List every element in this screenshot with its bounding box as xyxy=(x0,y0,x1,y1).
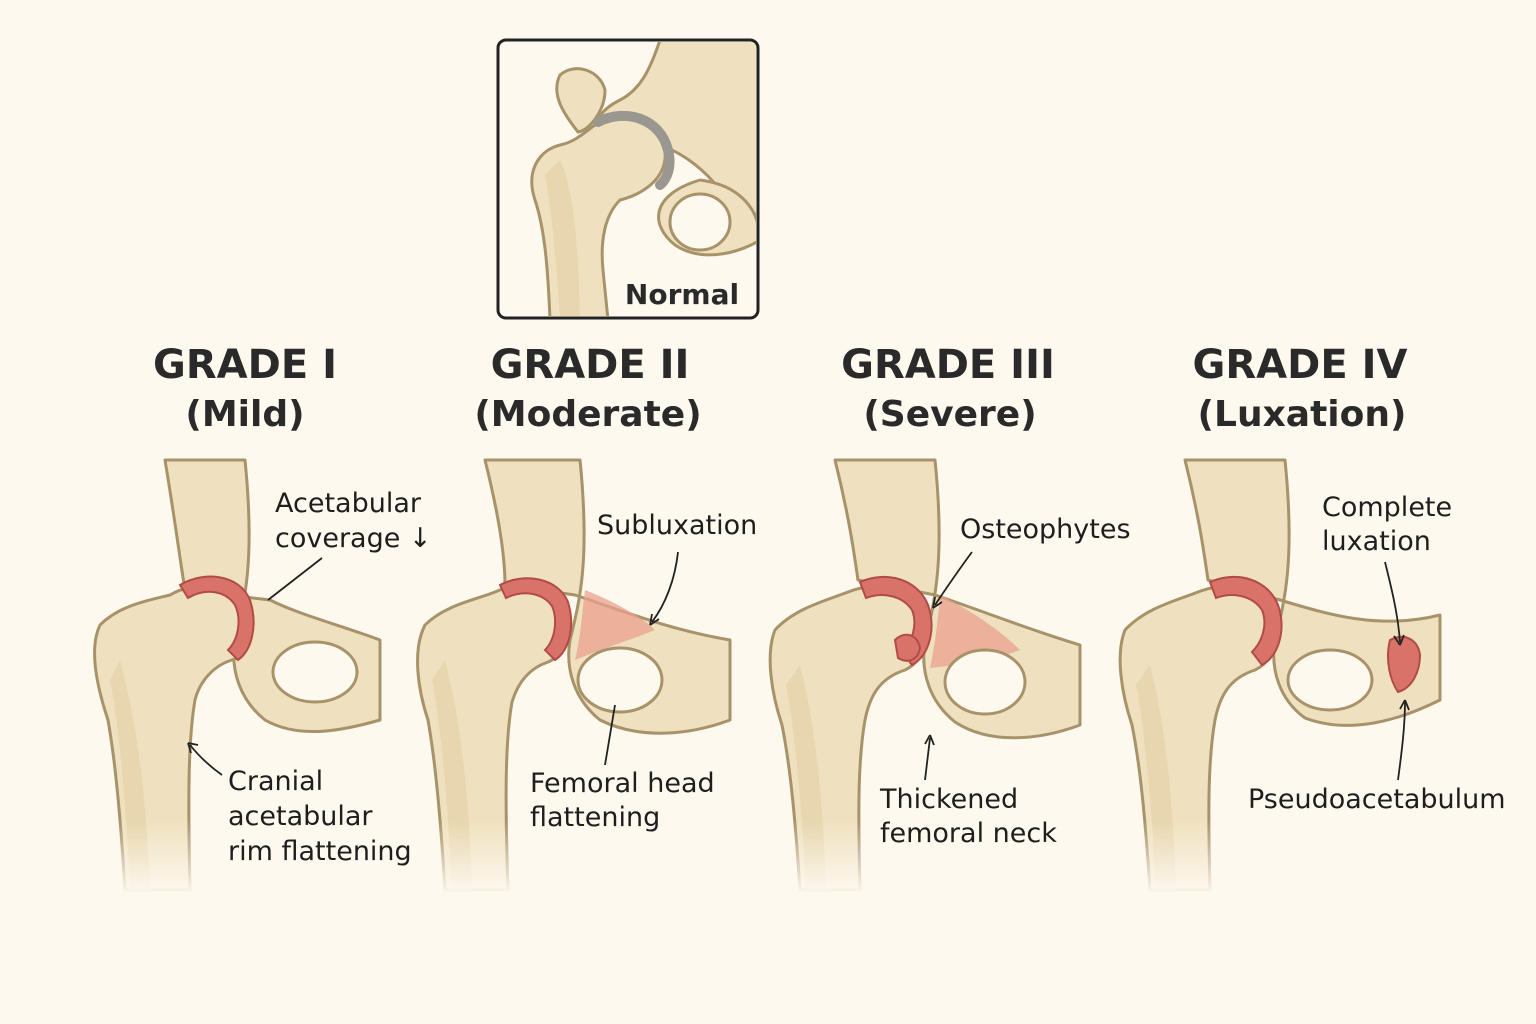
grade-4-labels: Complete luxation Pseudoacetabulum xyxy=(1248,492,1506,815)
fade-overlay xyxy=(400,820,740,895)
grade-4-label-top: Complete luxation xyxy=(1322,492,1461,557)
leader-line xyxy=(651,551,679,623)
grade-1-label-bottom: Cranial acetabular rim flattening xyxy=(228,766,412,867)
grade-2-hip-illustration xyxy=(400,458,740,895)
arrow-head xyxy=(1393,634,1405,646)
normal-label: Normal xyxy=(625,278,739,311)
leader-line xyxy=(934,551,973,606)
fade-overlay xyxy=(80,820,400,895)
arrow-head xyxy=(649,613,660,626)
leader-line xyxy=(267,557,323,601)
grade-2-label-top: Subluxation xyxy=(597,510,757,541)
grade-1-hip-illustration xyxy=(80,458,400,895)
grade-3-labels: Osteophytes Thickened femoral neck xyxy=(879,514,1131,849)
grade-1-title: GRADE I xyxy=(153,342,337,388)
arrow-head xyxy=(1399,699,1410,711)
grade-3-label-top: Osteophytes xyxy=(960,514,1131,545)
normal-panel: Normal xyxy=(496,38,760,320)
leader-line xyxy=(924,737,931,781)
grade-2-title: GRADE II xyxy=(491,342,690,388)
arrow-head xyxy=(187,742,199,754)
grade-1-labels: Acetabular coverage ↓ Cranial acetabular… xyxy=(187,488,432,867)
grade-4-hip-illustration xyxy=(1100,458,1460,895)
grade-4-subtitle: (Luxation) xyxy=(1198,394,1407,435)
grade-3-hip-illustration xyxy=(750,458,1100,895)
leader-line xyxy=(604,704,616,766)
leader-line xyxy=(1397,701,1406,781)
grade-2-subtitle: (Moderate) xyxy=(474,394,701,435)
grade-3-label-bottom: Thickened femoral neck xyxy=(879,784,1057,849)
grade-4-title: GRADE IV xyxy=(1193,342,1408,388)
grade-3-title: GRADE III xyxy=(841,342,1055,388)
fade-overlay xyxy=(750,820,1100,895)
grade-1-label-top: Acetabular coverage ↓ xyxy=(275,488,432,554)
grade-2-label-bottom: Femoral head flattening xyxy=(530,768,723,833)
grade-headings: GRADE I (Mild) GRADE II (Moderate) GRADE… xyxy=(153,342,1407,435)
grade-1-subtitle: (Mild) xyxy=(185,394,304,435)
grade-2-labels: Subluxation Femoral head flattening xyxy=(530,510,757,833)
normal-hip-illustration xyxy=(530,42,756,316)
leader-line xyxy=(1384,561,1401,643)
arrow-head xyxy=(932,596,943,609)
arrow-head xyxy=(924,734,935,746)
grade-4-label-bottom: Pseudoacetabulum xyxy=(1248,784,1506,815)
grade-3-subtitle: (Severe) xyxy=(863,394,1036,435)
fade-overlay xyxy=(1100,820,1460,895)
leader-line xyxy=(189,744,223,776)
